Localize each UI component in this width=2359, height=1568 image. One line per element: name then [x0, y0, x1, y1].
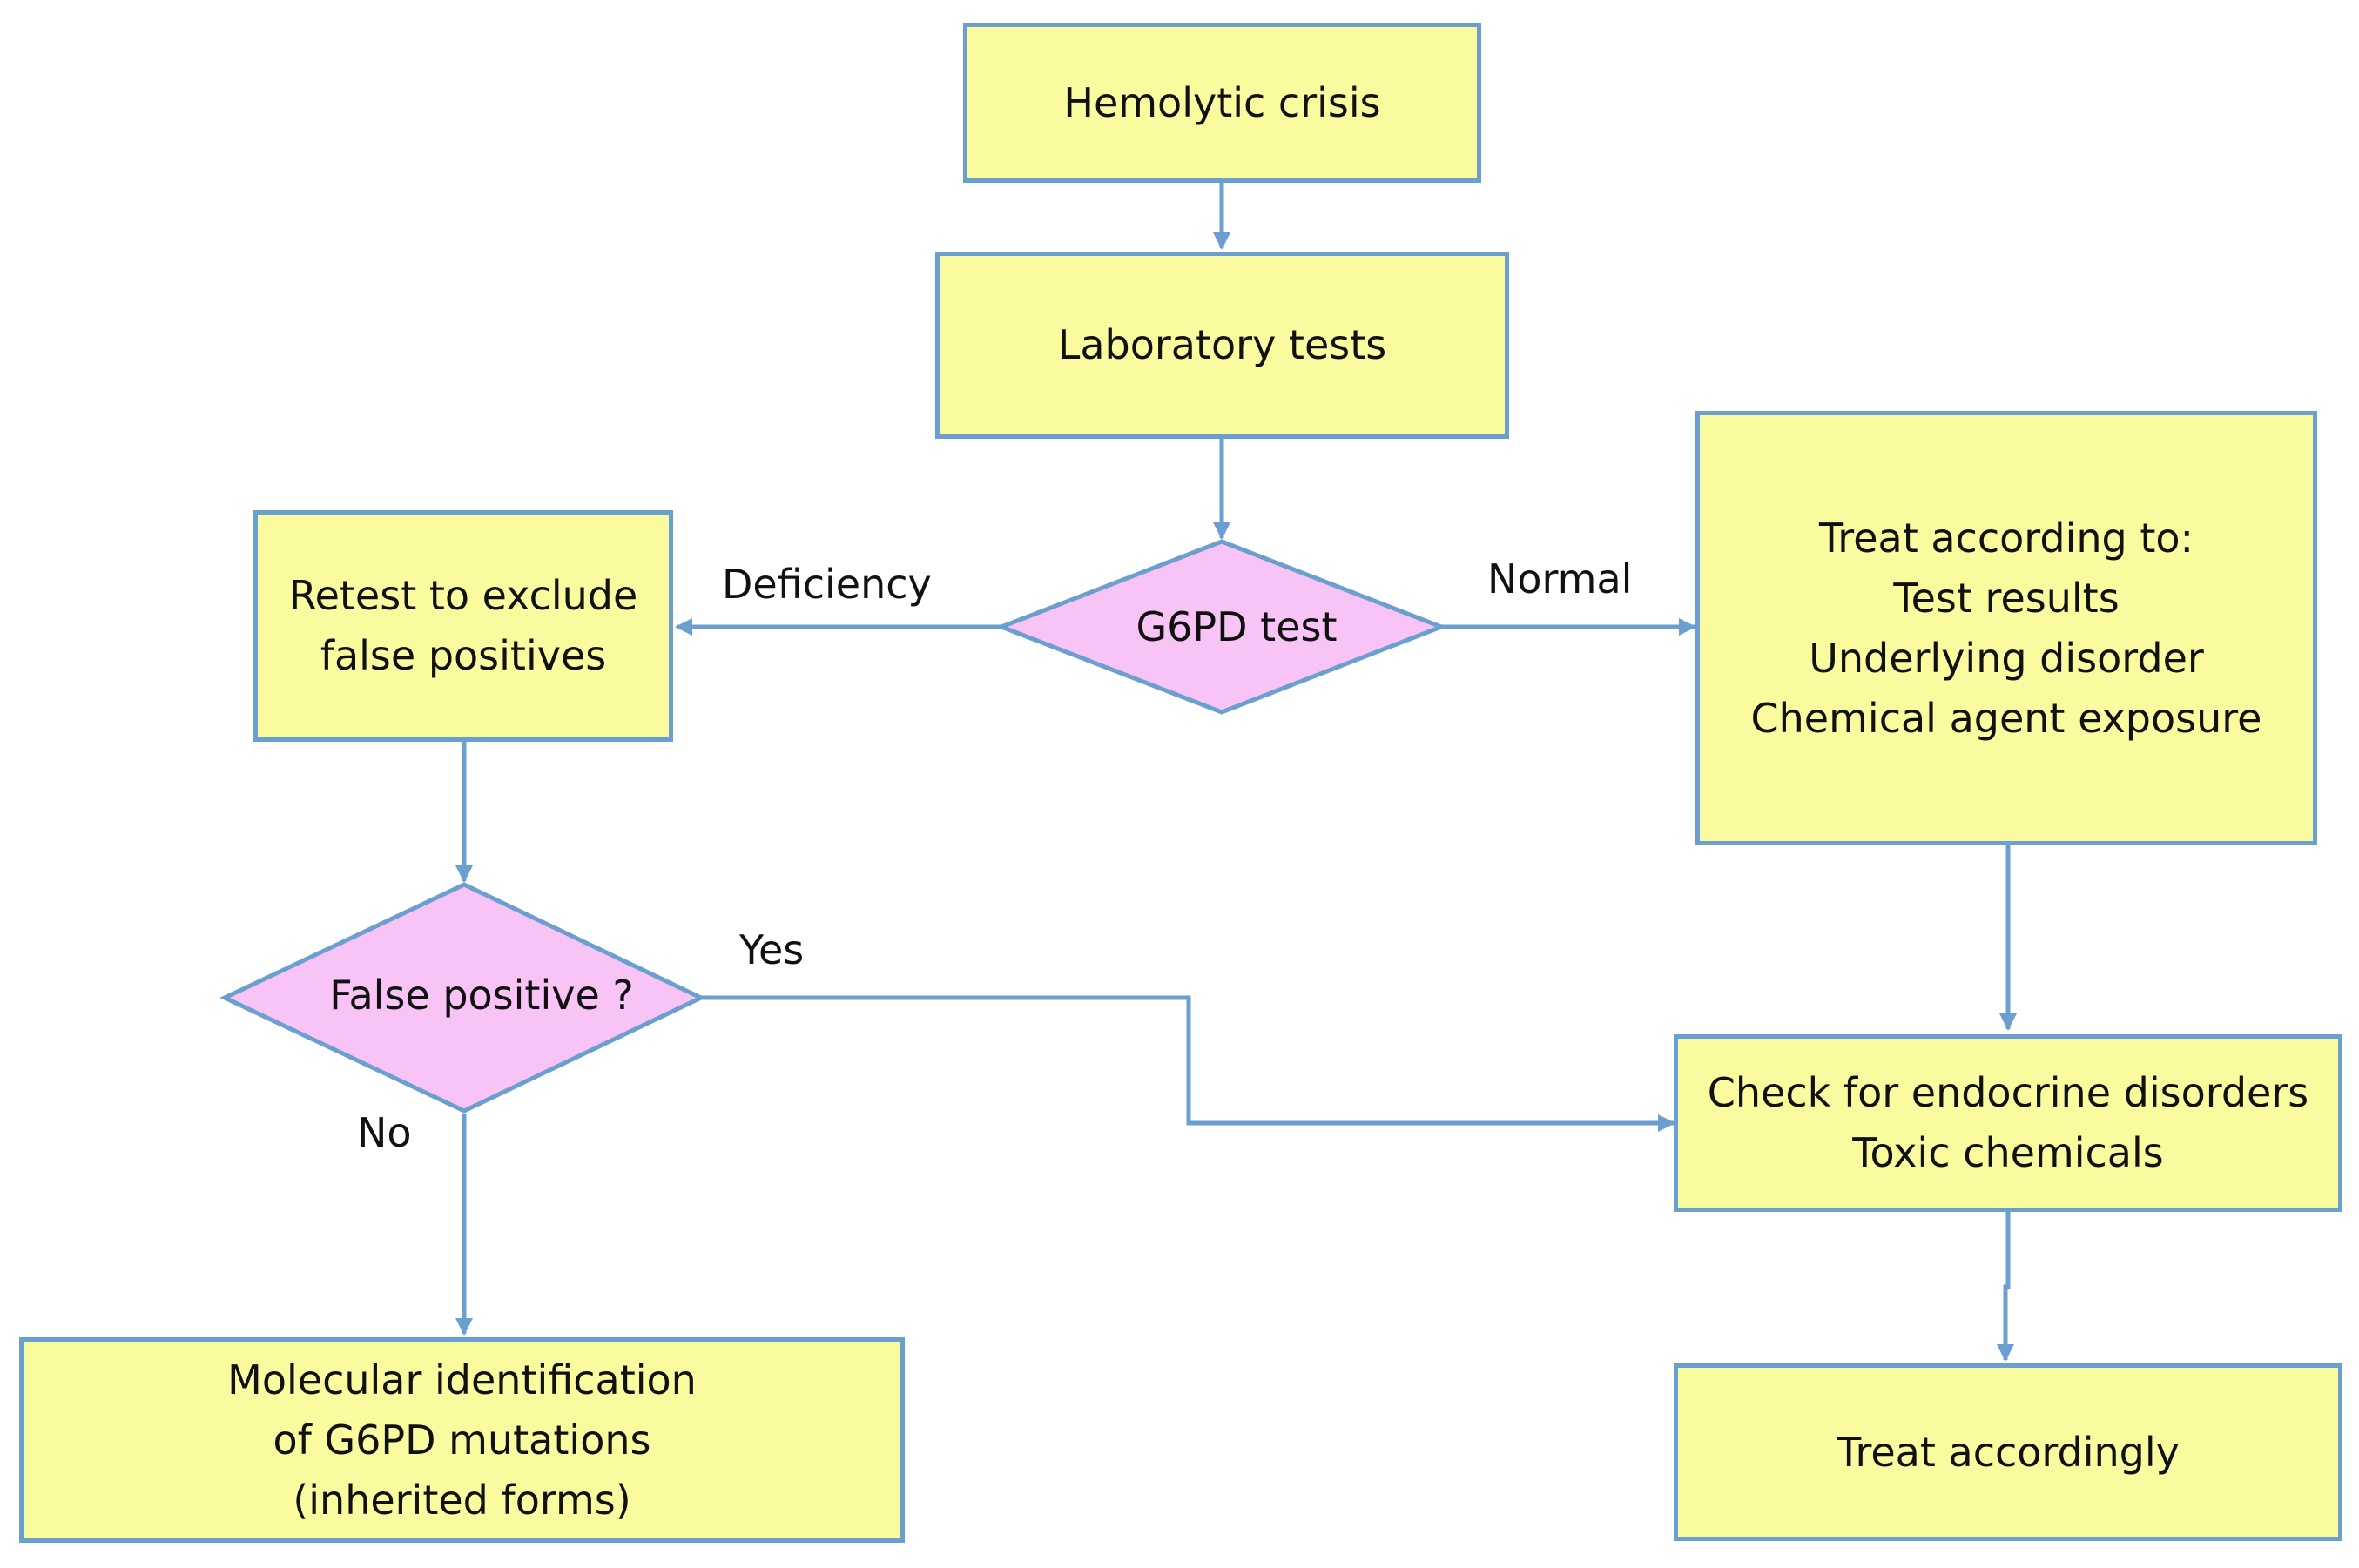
- check-endocrine-box: Check for endocrine disorders Toxic chem…: [1674, 1034, 2342, 1212]
- arrow-yes-to-check: [701, 995, 1675, 1132]
- laboratory-tests-box: Laboratory tests: [935, 252, 1509, 439]
- treat-item-underlying-disorder: Underlying disorder: [1809, 634, 2204, 682]
- treat-according-to-box: Treat according to: Test results Underly…: [1695, 411, 2317, 845]
- molecular-line-3: (inherited forms): [293, 1476, 631, 1524]
- treat-accordingly-text: Treat accordingly: [1837, 1428, 2180, 1476]
- check-endocrine-line-2: Toxic chemicals: [1852, 1129, 2164, 1176]
- retest-line-1: Retest to exclude: [288, 572, 638, 619]
- false-positive-text: False positive ?: [329, 972, 634, 1019]
- molecular-line-1: Molecular identification: [227, 1356, 697, 1403]
- g6pd-test-text: G6PD test: [1136, 603, 1338, 650]
- hemolytic-crisis-box: Hemolytic crisis: [963, 23, 1481, 183]
- molecular-identification-box: Molecular identification of G6PD mutatio…: [19, 1337, 905, 1543]
- edge-label-no: No: [357, 1109, 412, 1156]
- g6pd-test-diamond: [995, 539, 1447, 715]
- treat-according-to-heading: Treat according to:: [1818, 514, 2194, 562]
- retest-box: Retest to exclude false positives: [253, 510, 673, 742]
- laboratory-tests-text: Laboratory tests: [1057, 321, 1387, 368]
- treat-item-chemical-exposure: Chemical agent exposure: [1750, 694, 2262, 742]
- treat-item-test-results: Test results: [1893, 574, 2120, 622]
- edge-label-yes: Yes: [739, 926, 805, 973]
- molecular-line-2: of G6PD mutations: [273, 1416, 651, 1464]
- treat-accordingly-box: Treat accordingly: [1674, 1363, 2342, 1541]
- retest-line-2: false positives: [320, 632, 607, 679]
- hemolytic-crisis-text: Hemolytic crisis: [1063, 78, 1381, 126]
- check-endocrine-line-1: Check for endocrine disorders: [1707, 1069, 2309, 1116]
- edge-label-deficiency: Deficiency: [722, 561, 932, 608]
- arrow-check-to-treat-accordingly: [1997, 1212, 2014, 1362]
- edge-label-normal: Normal: [1487, 555, 1633, 602]
- false-positive-diamond: [219, 882, 706, 1114]
